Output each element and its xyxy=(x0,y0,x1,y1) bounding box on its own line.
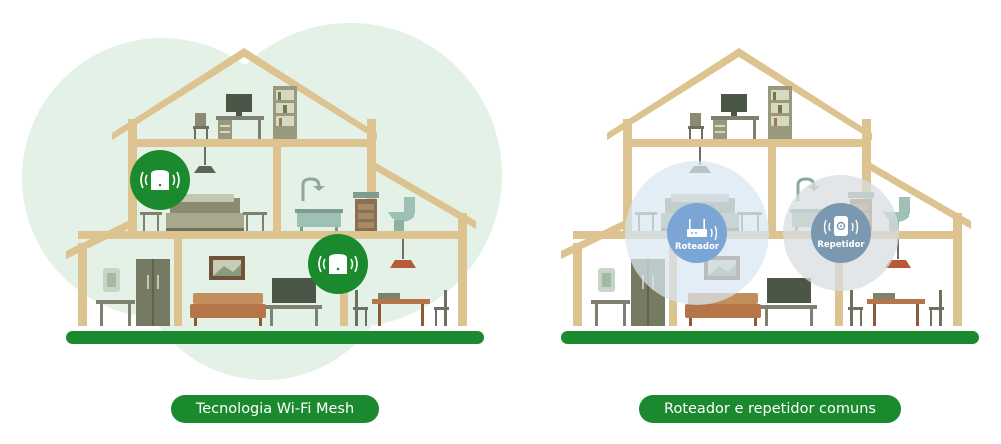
repeater-icon xyxy=(834,216,848,236)
router-badge: Roteador xyxy=(667,203,727,263)
mesh-house-panel xyxy=(22,23,502,380)
router-repeater-house-panel: Roteador Repetidor xyxy=(559,46,981,346)
mesh-node-upper xyxy=(130,150,190,210)
router-label: Roteador xyxy=(675,242,720,252)
wifi-signal-icon xyxy=(823,219,859,235)
router-repeater-caption-pill: Roteador e repetidor comuns xyxy=(639,395,901,423)
wifi-signal-icon xyxy=(318,255,358,273)
mesh-router-icon xyxy=(151,170,169,190)
router-icon xyxy=(687,219,707,237)
mesh-node-lower xyxy=(308,234,368,294)
repeater-badge: Repetidor xyxy=(811,203,871,263)
wifi-signal-icon xyxy=(140,171,180,189)
router-repeater-house-illustration xyxy=(559,46,981,346)
mesh-caption-pill: Tecnologia Wi-Fi Mesh xyxy=(171,395,379,423)
mesh-router-icon xyxy=(329,254,347,274)
repeater-label: Repetidor xyxy=(817,240,865,250)
wifi-signal-icon xyxy=(710,225,718,241)
